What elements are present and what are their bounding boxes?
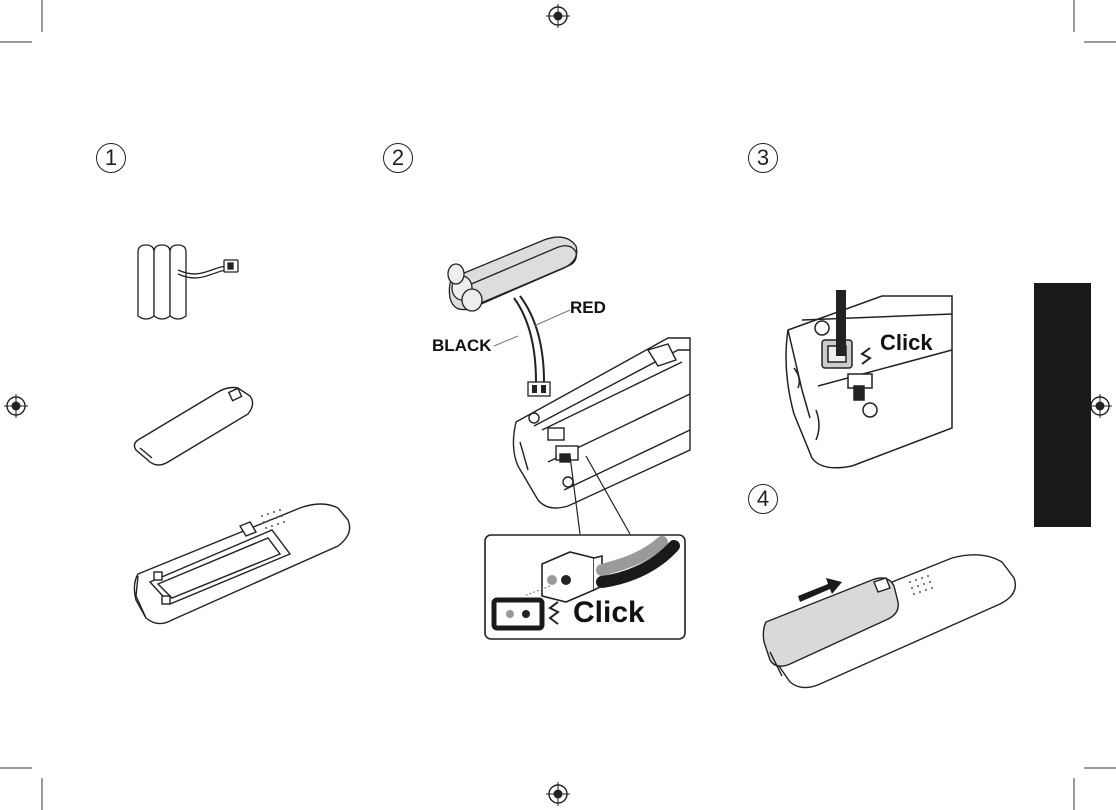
step-4-number: 4 [748,484,778,514]
step-1-number: 1 [96,143,126,173]
registration-mark-right-icon [1088,394,1112,418]
click-label-step2: Click [573,596,645,630]
handset-illustration-step4 [762,552,1032,692]
battery-cover-illustration [128,370,268,480]
registration-mark-bottom-icon [546,782,570,806]
handset-illustration-step1 [132,500,362,640]
step-2-number: 2 [383,143,413,173]
registration-mark-left-icon [4,394,28,418]
battery-pack-illustration [130,240,250,330]
step-3-number: 3 [748,143,778,173]
section-tab [1034,283,1091,527]
callout-lines [560,452,700,542]
click-label-step3: Click [880,330,933,356]
black-wire-label: BLACK [432,336,492,356]
registration-mark-top-icon [546,4,570,28]
handset-illustration-step3 [782,290,962,470]
